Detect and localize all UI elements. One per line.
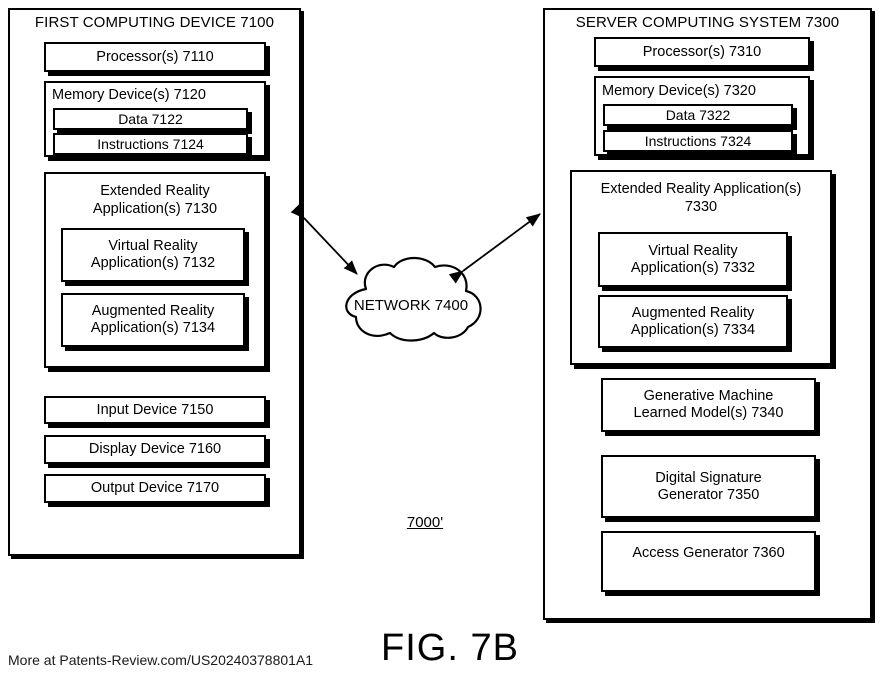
watermark-text: More at Patents-Review.com/US20240378801… xyxy=(8,652,314,668)
memory-device-7320-title: Memory Device(s) 7320 xyxy=(602,83,756,99)
instructions-7124-box: Instructions 7124 xyxy=(53,133,248,155)
input-device-7150-label: Input Device 7150 xyxy=(96,401,214,418)
extended-reality-7330-title-line2: 7330 xyxy=(684,199,718,215)
generative-model-7340-label-line2: Learned Model(s) 7340 xyxy=(633,405,784,421)
figure-label: FIG. 7B xyxy=(381,627,519,669)
network-cloud-shape xyxy=(330,253,492,343)
server-computing-system-title: SERVER COMPUTING SYSTEM 7300 xyxy=(575,14,840,31)
digital-signature-7350-label-line2: Generator 7350 xyxy=(657,486,760,503)
display-device-7160-label: Display Device 7160 xyxy=(88,441,222,458)
data-7322-label: Data 7322 xyxy=(665,106,731,123)
processor-7310-label: Processor(s) 7310 xyxy=(642,43,762,60)
access-generator-7360-label: Access Generator 7360 xyxy=(632,545,785,561)
augmented-reality-7134-label-line1: Augmented Reality xyxy=(91,303,215,320)
generative-model-7340-label-line1: Generative Machine xyxy=(643,388,774,405)
extended-reality-7130-title-line2: Application(s) 7130 xyxy=(92,201,218,217)
instructions-7324-label: Instructions 7324 xyxy=(644,132,752,149)
data-7122-box: Data 7122 xyxy=(53,108,248,130)
augmented-reality-7134-box: Augmented Reality Application(s) 7134 xyxy=(61,293,245,347)
data-7322-box: Data 7322 xyxy=(603,104,793,126)
input-device-7150-box: Input Device 7150 xyxy=(44,396,266,424)
system-reference-label: 7000' xyxy=(406,514,444,531)
augmented-reality-7334-label-line1: Augmented Reality xyxy=(631,304,755,321)
virtual-reality-7132-label-line1: Virtual Reality xyxy=(108,238,198,255)
augmented-reality-7134-label-line2: Application(s) 7134 xyxy=(90,320,216,336)
extended-reality-7330-title-line1: Extended Reality Application(s) xyxy=(600,181,802,197)
digital-signature-generator-7350-box: Digital Signature Generator 7350 xyxy=(601,455,816,518)
output-device-7170-box: Output Device 7170 xyxy=(44,474,266,503)
processor-7110-box: Processor(s) 7110 xyxy=(44,42,266,72)
augmented-reality-7334-label-line2: Application(s) 7334 xyxy=(630,321,756,338)
output-device-7170-label: Output Device 7170 xyxy=(90,480,220,497)
virtual-reality-7132-box: Virtual Reality Application(s) 7132 xyxy=(61,228,245,282)
extended-reality-7130-title-line1: Extended Reality xyxy=(100,183,210,199)
virtual-reality-7132-label-line2: Application(s) 7132 xyxy=(90,255,216,271)
augmented-reality-7334-box: Augmented Reality Application(s) 7334 xyxy=(598,295,788,348)
network-label: NETWORK 7400 xyxy=(353,297,469,314)
display-device-7160-box: Display Device 7160 xyxy=(44,435,266,464)
virtual-reality-7332-label-line2: Application(s) 7332 xyxy=(630,259,756,276)
digital-signature-7350-label-line1: Digital Signature xyxy=(655,469,762,486)
processor-7310-box: Processor(s) 7310 xyxy=(594,37,810,67)
memory-device-7120-title: Memory Device(s) 7120 xyxy=(52,87,206,103)
instructions-7324-box: Instructions 7324 xyxy=(603,130,793,152)
virtual-reality-7332-label-line1: Virtual Reality xyxy=(648,242,738,259)
instructions-7124-label: Instructions 7124 xyxy=(97,135,204,152)
virtual-reality-7332-box: Virtual Reality Application(s) 7332 xyxy=(598,232,788,287)
processor-7110-label: Processor(s) 7110 xyxy=(96,48,214,65)
generative-machine-learned-model-7340-box: Generative Machine Learned Model(s) 7340 xyxy=(601,378,816,432)
first-computing-device-title: FIRST COMPUTING DEVICE 7100 xyxy=(34,14,275,31)
access-generator-7360-box: Access Generator 7360 xyxy=(601,531,816,592)
data-7122-label: Data 7122 xyxy=(118,110,183,127)
